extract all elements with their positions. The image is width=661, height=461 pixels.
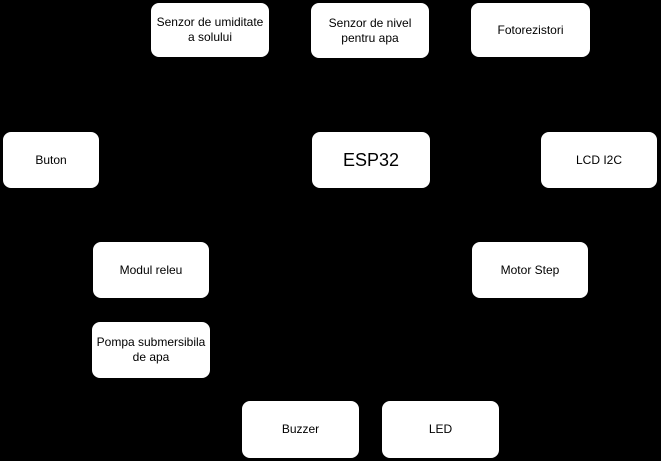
node-relay-module: Modul releu	[92, 241, 210, 299]
node-led: LED	[381, 400, 500, 459]
node-water-level-sensor: Senzor de nivel pentru apa	[310, 2, 430, 59]
node-submersible-pump: Pompa submersibila de apa	[91, 321, 211, 379]
node-lcd-i2c: LCD I2C	[540, 131, 658, 189]
node-esp32: ESP32	[311, 131, 431, 189]
node-buzzer: Buzzer	[241, 400, 360, 459]
node-soil-moisture-sensor: Senzor de umiditate a solului	[150, 2, 270, 58]
node-photoresistors: Fotorezistori	[470, 2, 591, 58]
node-stepper-motor: Motor Step	[471, 241, 589, 299]
node-button: Buton	[2, 131, 100, 189]
